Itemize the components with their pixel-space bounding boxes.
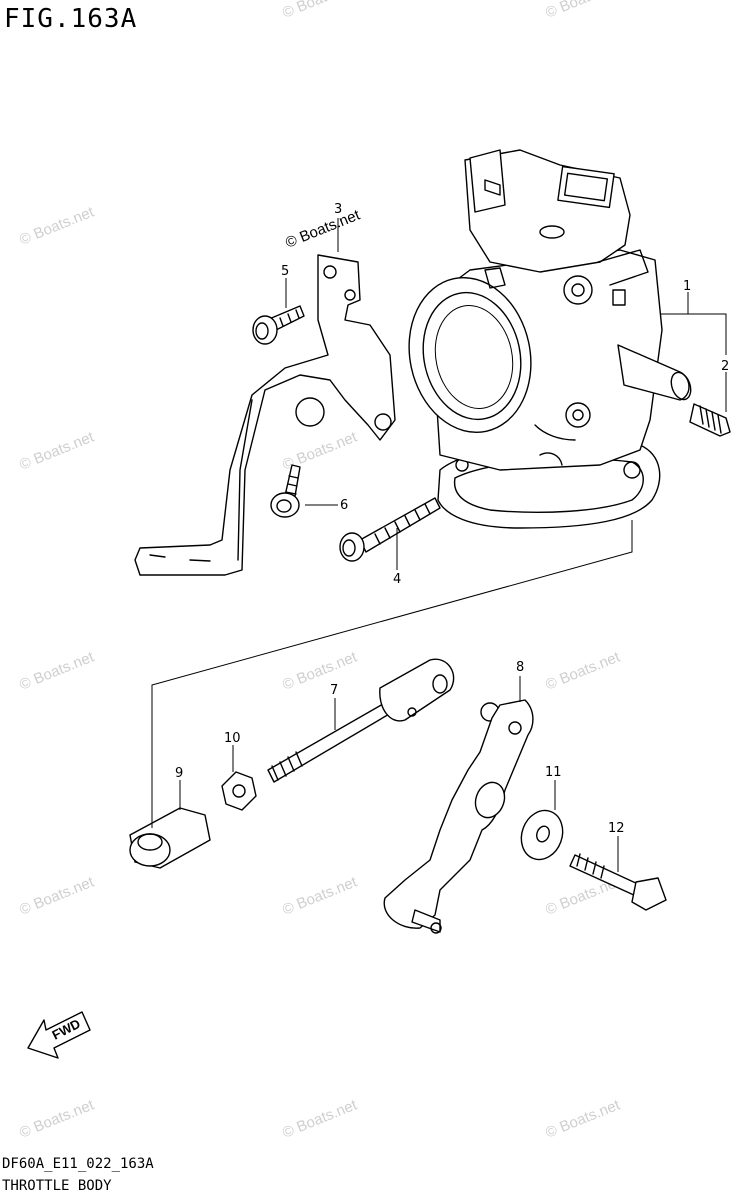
watermark: © Boats.net xyxy=(543,648,623,694)
bracket-drawing xyxy=(134,254,396,576)
watermark: © Boats.net xyxy=(17,648,97,694)
watermark: © Boats.net xyxy=(280,873,360,919)
leader-lines xyxy=(151,218,727,872)
figure-title: FIG.163A xyxy=(4,4,138,34)
fwd-arrow-icon: FWD xyxy=(27,1011,91,1059)
callout-labels: 1 2 3 5 6 4 7 8 9 10 11 12 xyxy=(175,202,729,836)
watermark: © Boats.net xyxy=(17,203,97,249)
callout-9: 9 xyxy=(175,766,183,781)
callout-3: 3 xyxy=(334,202,342,217)
watermark: © Boats.net xyxy=(280,648,360,694)
watermark: © Boats.net xyxy=(543,0,623,22)
callout-4: 4 xyxy=(393,572,401,587)
watermark: © Boats.net xyxy=(280,0,360,22)
throttle-body-drawing xyxy=(408,149,731,529)
callout-10: 10 xyxy=(224,731,241,746)
watermark: © Boats.net xyxy=(280,1096,360,1142)
watermark: © Boats.net xyxy=(17,873,97,919)
linkage-drawing xyxy=(129,658,667,934)
callout-8: 8 xyxy=(516,660,524,675)
callout-11: 11 xyxy=(545,765,562,780)
callout-1: 1 xyxy=(683,279,691,294)
watermark: © Boats.net xyxy=(283,206,363,252)
diagram-code: DF60A_E11_022_163A xyxy=(2,1156,154,1172)
callout-6: 6 xyxy=(340,498,348,513)
watermark: © Boats.net xyxy=(543,1096,623,1142)
callout-2: 2 xyxy=(721,359,729,374)
diagram-subtitle: THROTTLE BODY xyxy=(2,1178,112,1194)
callout-12: 12 xyxy=(608,821,625,836)
callout-7: 7 xyxy=(330,683,338,698)
callout-5: 5 xyxy=(281,264,289,279)
long-bolt-drawing xyxy=(339,497,441,562)
watermark: © Boats.net xyxy=(17,428,97,474)
watermark: © Boats.net xyxy=(17,1096,97,1142)
